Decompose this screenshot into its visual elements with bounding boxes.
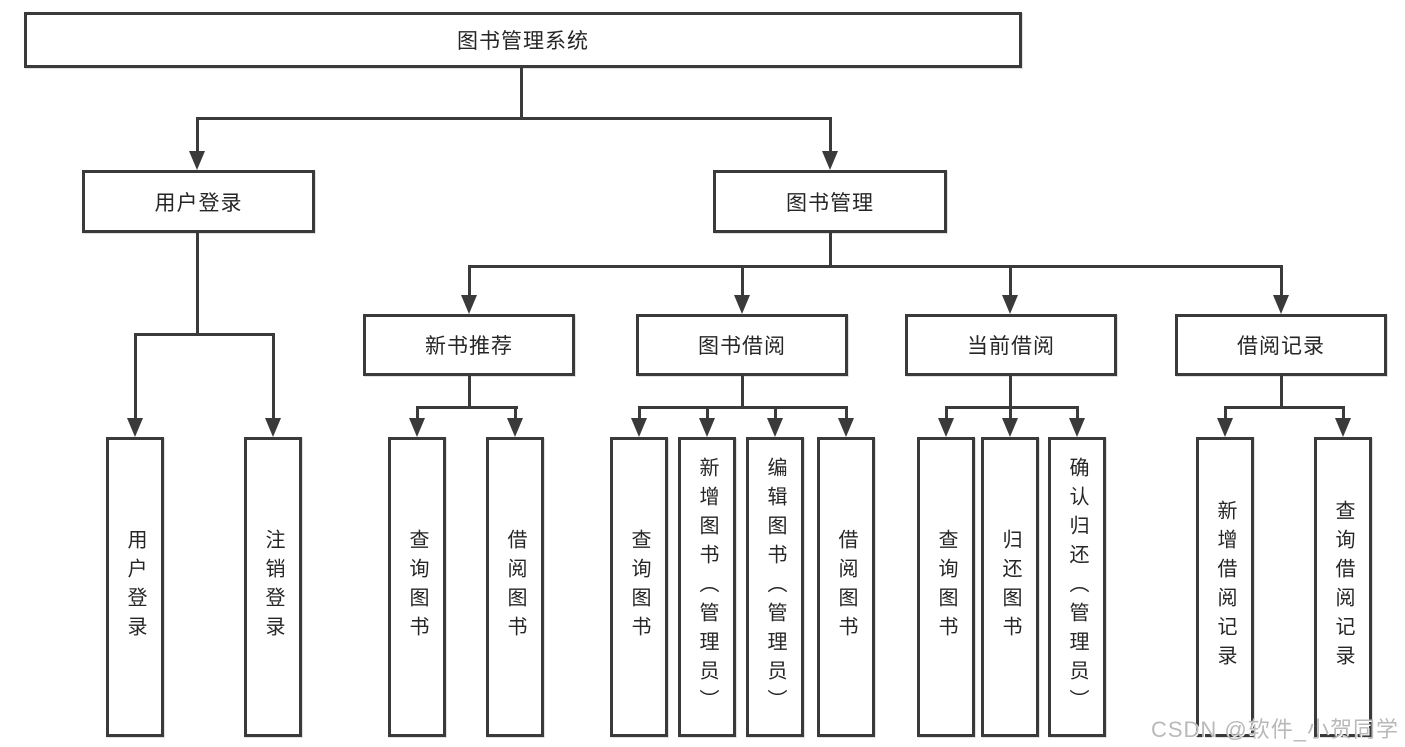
connector-line bbox=[196, 117, 199, 155]
connector-line bbox=[134, 333, 275, 336]
arrow-down-icon bbox=[699, 418, 715, 437]
leaf-return-book: 归还图书 bbox=[981, 437, 1039, 737]
connector-line bbox=[845, 406, 848, 420]
arrow-down-icon bbox=[1002, 295, 1018, 314]
arrow-down-icon bbox=[461, 295, 477, 314]
node-label: 用户登录 bbox=[124, 529, 146, 645]
node-label: 查询图书 bbox=[406, 529, 428, 645]
node-label: 图书借阅 bbox=[698, 335, 786, 358]
arrow-down-icon bbox=[1273, 295, 1289, 314]
csdn-watermark: CSDN @软件_小贺同学 bbox=[1150, 717, 1399, 742]
connector-line bbox=[1224, 406, 1345, 409]
connector-line bbox=[468, 265, 471, 297]
node-label: 新增图书（管理员） bbox=[696, 456, 718, 718]
connector-line bbox=[520, 67, 523, 119]
node-label: 借阅图书 bbox=[504, 529, 526, 645]
node-label: 新增借阅记录 bbox=[1214, 500, 1236, 674]
connector-line bbox=[1009, 406, 1012, 420]
leaf-query-books-3: 查询图书 bbox=[917, 437, 975, 737]
node-label: 新书推荐 bbox=[425, 335, 513, 358]
connector-line bbox=[638, 406, 848, 409]
connector-line bbox=[945, 406, 948, 420]
arrow-down-icon bbox=[1217, 418, 1233, 437]
arrow-down-icon bbox=[265, 418, 281, 437]
node-label: 查询借阅记录 bbox=[1332, 500, 1354, 674]
arrow-down-icon bbox=[734, 295, 750, 314]
arrow-down-icon bbox=[767, 418, 783, 437]
connector-line bbox=[829, 233, 832, 268]
arrow-down-icon bbox=[1069, 418, 1085, 437]
node-label: 借阅记录 bbox=[1237, 335, 1325, 358]
leaf-logout: 注销登录 bbox=[244, 437, 302, 737]
leaf-add-borrow-record: 新增借阅记录 bbox=[1196, 437, 1254, 737]
connector-line bbox=[1009, 376, 1012, 408]
connector-line bbox=[1009, 265, 1012, 297]
leaf-query-borrow-record: 查询借阅记录 bbox=[1314, 437, 1372, 737]
node-book-management: 图书管理 bbox=[713, 170, 947, 233]
connector-line bbox=[272, 333, 275, 421]
connector-line bbox=[1224, 406, 1227, 420]
node-label: 注销登录 bbox=[262, 529, 284, 645]
leaf-borrow-books-2: 借阅图书 bbox=[817, 437, 875, 737]
node-label: 当前借阅 bbox=[967, 335, 1055, 358]
node-label: 查询图书 bbox=[935, 529, 957, 645]
leaf-confirm-return-admin: 确认归还（管理员） bbox=[1048, 437, 1106, 737]
leaf-edit-book-admin: 编辑图书（管理员） bbox=[746, 437, 804, 737]
node-borrowing-records: 借阅记录 bbox=[1175, 314, 1387, 376]
connector-line bbox=[416, 406, 419, 420]
node-book-borrowing: 图书借阅 bbox=[636, 314, 848, 376]
connector-line bbox=[416, 406, 518, 409]
node-current-borrowing: 当前借阅 bbox=[905, 314, 1117, 376]
connector-line bbox=[514, 406, 517, 420]
connector-line bbox=[706, 406, 709, 420]
leaf-query-books-2: 查询图书 bbox=[610, 437, 668, 737]
arrow-down-icon bbox=[409, 418, 425, 437]
connector-line bbox=[945, 406, 1079, 409]
leaf-query-books-1: 查询图书 bbox=[388, 437, 446, 737]
arrow-down-icon bbox=[631, 418, 647, 437]
arrow-down-icon bbox=[127, 418, 143, 437]
connector-line bbox=[1342, 406, 1345, 420]
arrow-down-icon bbox=[822, 151, 838, 170]
connector-line bbox=[468, 265, 1283, 268]
arrow-down-icon bbox=[507, 418, 523, 437]
node-user-login: 用户登录 bbox=[82, 170, 315, 233]
connector-line bbox=[829, 117, 832, 155]
arrow-down-icon bbox=[938, 418, 954, 437]
node-label: 确认归还（管理员） bbox=[1066, 456, 1088, 718]
arrow-down-icon bbox=[189, 151, 205, 170]
arrow-down-icon bbox=[838, 418, 854, 437]
connector-line bbox=[1280, 265, 1283, 297]
connector-line bbox=[741, 376, 744, 408]
connector-line bbox=[468, 376, 471, 408]
arrow-down-icon bbox=[1335, 418, 1351, 437]
connector-line bbox=[741, 265, 744, 297]
node-library-system: 图书管理系统 bbox=[24, 12, 1022, 68]
node-label: 图书管理 bbox=[786, 191, 874, 215]
leaf-add-book-admin: 新增图书（管理员） bbox=[678, 437, 736, 737]
arrow-down-icon bbox=[1002, 418, 1018, 437]
connector-line bbox=[638, 406, 641, 420]
node-label: 编辑图书（管理员） bbox=[764, 456, 786, 718]
node-label: 图书管理系统 bbox=[457, 30, 589, 53]
leaf-user-login: 用户登录 bbox=[106, 437, 164, 737]
node-label: 归还图书 bbox=[999, 529, 1021, 645]
node-label: 用户登录 bbox=[154, 191, 243, 215]
node-label: 查询图书 bbox=[628, 529, 650, 645]
leaf-borrow-books-1: 借阅图书 bbox=[486, 437, 544, 737]
connector-line bbox=[134, 333, 137, 421]
node-label: 借阅图书 bbox=[835, 529, 857, 645]
connector-line bbox=[774, 406, 777, 420]
connector-line bbox=[196, 233, 199, 336]
node-new-book-recommend: 新书推荐 bbox=[363, 314, 575, 376]
connector-line bbox=[1280, 376, 1283, 408]
connector-line bbox=[196, 117, 832, 120]
connector-line bbox=[1076, 406, 1079, 420]
